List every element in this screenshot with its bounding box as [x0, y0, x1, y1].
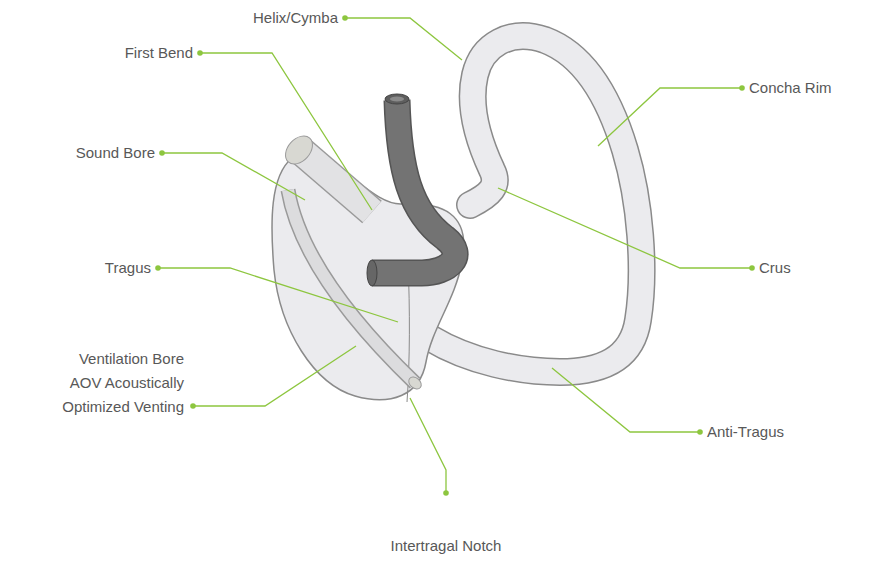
- part-label: Concha Rim: [749, 77, 832, 99]
- leader-lines: [158, 18, 752, 493]
- part-label: Ventilation Bore AOV Acoustically Optimi…: [44, 347, 184, 419]
- tube: [372, 100, 455, 273]
- tube-end: [367, 260, 377, 286]
- tube-bore: [390, 97, 404, 102]
- part-label: Tragus: [105, 257, 151, 279]
- part-label: Intertragal Notch: [391, 535, 502, 557]
- tube-end: [385, 94, 409, 104]
- sound-bore: [300, 150, 372, 212]
- tube-outline: [372, 100, 455, 273]
- vent-bore-opening: [406, 375, 423, 392]
- leader-dots: [155, 15, 755, 496]
- sound-bore-outline: [300, 150, 372, 212]
- part-label: Sound Bore: [76, 142, 155, 164]
- part-label: Crus: [759, 257, 791, 279]
- sound-bore-opening: [280, 131, 318, 170]
- part-label: First Bend: [125, 42, 193, 64]
- part-label: Helix/Cymba: [253, 7, 338, 29]
- part-label: Anti-Tragus: [707, 421, 784, 443]
